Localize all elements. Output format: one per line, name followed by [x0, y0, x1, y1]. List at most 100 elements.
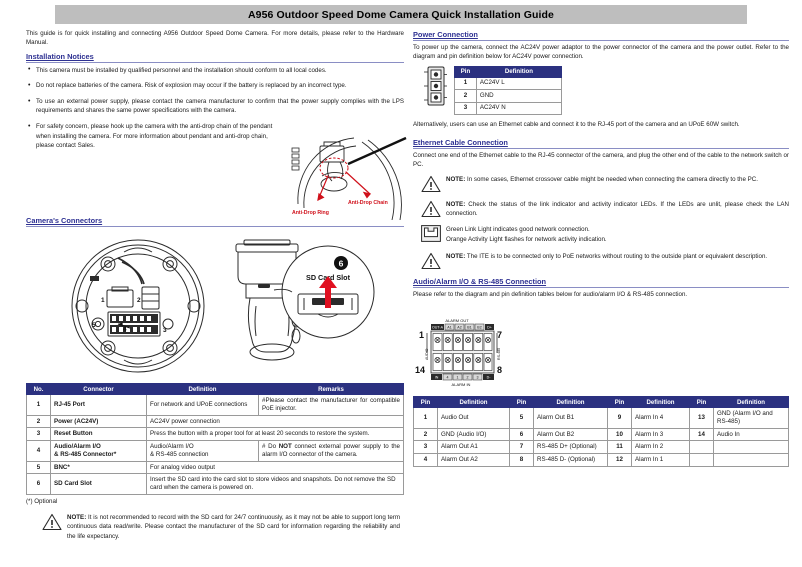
col-definition-3: Definition [631, 396, 690, 408]
cell-pin [689, 440, 714, 454]
list-item: Do not replace batteries of the camera. … [26, 81, 404, 92]
warning-triangle-icon [421, 253, 441, 270]
col-remarks: Remarks [258, 383, 404, 395]
ethernet-note-3-text: NOTE: The ITE is to be connected only to… [446, 252, 789, 261]
note-label: NOTE: [446, 200, 466, 208]
col-pin-1: Pin [413, 396, 438, 408]
notice-text: For safety concern, please hook up the c… [36, 123, 273, 149]
led-indicator-text: Green Link Light indicates good network … [446, 225, 607, 245]
camera-connectors-diagram: 1 2 5 3 4 [71, 239, 375, 373]
cell-definition [713, 453, 789, 467]
cell-definition: Alarm In 1 [631, 453, 690, 467]
led-indicator-block: Green Link Light indicates good network … [421, 225, 789, 245]
svg-text:5: 5 [92, 322, 96, 329]
cell-pin: 13 [689, 407, 714, 429]
cell-definition: For network and UPoE connections [146, 394, 259, 416]
terminal-cell-label: A2 [457, 326, 461, 330]
pin-corner-8: 8 [497, 365, 502, 375]
warning-triangle-icon [42, 513, 62, 531]
notice-text: Do not replace batteries of the camera. … [36, 82, 347, 90]
intro-paragraph: This guide is for quick installing and c… [26, 30, 404, 46]
note-label: NOTE: [446, 253, 466, 261]
terminal-cell-label: 2 [467, 376, 469, 380]
col-pin: Pin [454, 65, 477, 78]
cell-definition: Audio In [713, 427, 789, 442]
note-body: In some cases, Ethernet crossover cable … [465, 175, 758, 183]
terminal-cell-label: B2 [477, 326, 481, 330]
table-row: 2 GND (Audio I/O) 6 Alarm Out B2 10 Alar… [413, 427, 789, 442]
alarm-out-label: ALARM OUT [445, 318, 469, 323]
cell-definition: GND (Audio I/O) [437, 427, 510, 442]
ethernet-heading-text: Ethernet Cable Connection [413, 138, 508, 148]
cell-pin: 10 [607, 427, 632, 442]
power-alternative-paragraph: Alternatively, users can use an Ethernet… [413, 121, 740, 129]
anti-drop-ring-label: Anti-Drop Ring [292, 210, 329, 216]
svg-text:4: 4 [123, 326, 127, 333]
section-heading-installation-notices: Installation Notices [26, 52, 404, 63]
col-pin-3: Pin [607, 396, 632, 408]
terminal-cell-label: IN [435, 376, 439, 380]
cell-no: 1 [26, 394, 51, 416]
section-heading-audio-alarm: Audio/Alarm I/O & RS-485 Connection [413, 277, 789, 289]
ethernet-note-2: NOTE: Check the status of the link indic… [421, 200, 789, 219]
cell-connector: BNC* [50, 460, 147, 475]
cell-definition: RS-485 D- (Optional) [533, 453, 608, 467]
orange-activity-light-text: Orange Activity Light flashes for networ… [446, 236, 607, 244]
cell-definition: Audio/Alarm I/O& RS-485 connection [146, 440, 259, 462]
audio-alarm-terminal-diagram: ALARM OUT OUT-A A1 A2 B1 B2 D+ [415, 318, 502, 387]
table-row: 3 Alarm Out A1 7 RS-485 D+ (Optional) 11… [413, 440, 789, 454]
table-header-row: Pin Definition Pin Definition Pin Defini… [413, 396, 789, 408]
cell-definition: Press the button with a proper tool for … [146, 427, 404, 441]
audio-alarm-pin-table: Pin Definition Pin Definition Pin Defini… [413, 396, 789, 467]
power-pin-definition-group: Pin Definition 1 AC24V L 2 GND 3 [423, 65, 789, 116]
list-item: To use an external power supply, please … [26, 97, 404, 116]
sd-card-note: NOTE: It is not recommended to record wi… [42, 513, 400, 541]
col-definition: Definition [475, 65, 563, 78]
table-row: 3 Reset Button Press the button with a p… [26, 427, 404, 441]
cell-definition: Alarm Out A2 [437, 453, 510, 467]
cell-remarks: #Please contact the manufacturer for com… [258, 394, 404, 416]
cell-pin: 12 [607, 453, 632, 467]
alarm-in-label: ALARM IN [452, 382, 471, 387]
table-row: 1 Audio Out 5 Alarm Out B1 9 Alarm In 4 … [413, 407, 789, 429]
sd-card-note-text: NOTE: It is not recommended to record wi… [67, 513, 400, 541]
terminal-cell-label: 4 [447, 376, 449, 380]
col-definition: Definition [146, 383, 259, 395]
audio-side-label: AUDIO [425, 348, 429, 360]
definition-label: Audio/Alarm I/O& RS-485 connection [150, 442, 209, 458]
cell-pin: 5 [509, 407, 534, 429]
terminal-cell-label: D- [487, 376, 492, 380]
left-column: This guide is for quick installing and c… [26, 30, 404, 157]
anti-drop-chain-figure: Anti-Drop Chain Anti-Drop Ring [291, 136, 407, 220]
table-row: 6 SD Card Slot Insert the SD card into t… [26, 473, 404, 496]
cell-no: 5 [26, 460, 51, 475]
cell-definition: Alarm In 3 [631, 427, 690, 442]
ethernet-note-2-text: NOTE: Check the status of the link indic… [446, 200, 789, 219]
ethernet-note-1: NOTE: In some cases, Ethernet crossover … [421, 175, 789, 193]
page-title: A956 Outdoor Speed Dome Camera Quick Ins… [248, 8, 554, 21]
col-definition-2: Definition [533, 396, 608, 408]
col-no: No. [26, 383, 51, 395]
table-row: 4 Alarm Out A2 8 RS-485 D- (Optional) 12… [413, 453, 789, 467]
terminal-cell-label: A1 [447, 326, 451, 330]
cell-no: 3 [26, 427, 51, 441]
cell-pin: 1 [454, 76, 477, 91]
list-item: This camera must be installed by qualifi… [26, 65, 404, 76]
cell-connector: Power (AC24V) [50, 414, 147, 429]
cell-definition: Alarm Out A1 [437, 440, 510, 454]
power-connection-heading-text: Power Connection [413, 30, 478, 39]
svg-text:3: 3 [163, 327, 167, 334]
installation-notices-list: This camera must be installed by qualifi… [26, 65, 404, 151]
section-heading-ethernet-cable-connection: Ethernet Cable Connection [413, 138, 789, 150]
pin-corner-14: 14 [415, 365, 425, 375]
list-item: For safety concern, please hook up the c… [26, 122, 276, 150]
cell-pin: 2 [454, 89, 477, 103]
cell-connector: SD Card Slot [50, 473, 147, 496]
cell-connector: RJ-45 Port [50, 394, 147, 416]
cell-definition: For analog video output [146, 460, 404, 475]
note-label: NOTE: [446, 175, 466, 183]
cell-definition: Audio Out [437, 407, 510, 429]
cell-definition: AC24V N [475, 101, 563, 116]
cell-no: 6 [26, 473, 51, 496]
table-row: 1 RJ-45 Port For network and UPoE connec… [26, 394, 404, 416]
